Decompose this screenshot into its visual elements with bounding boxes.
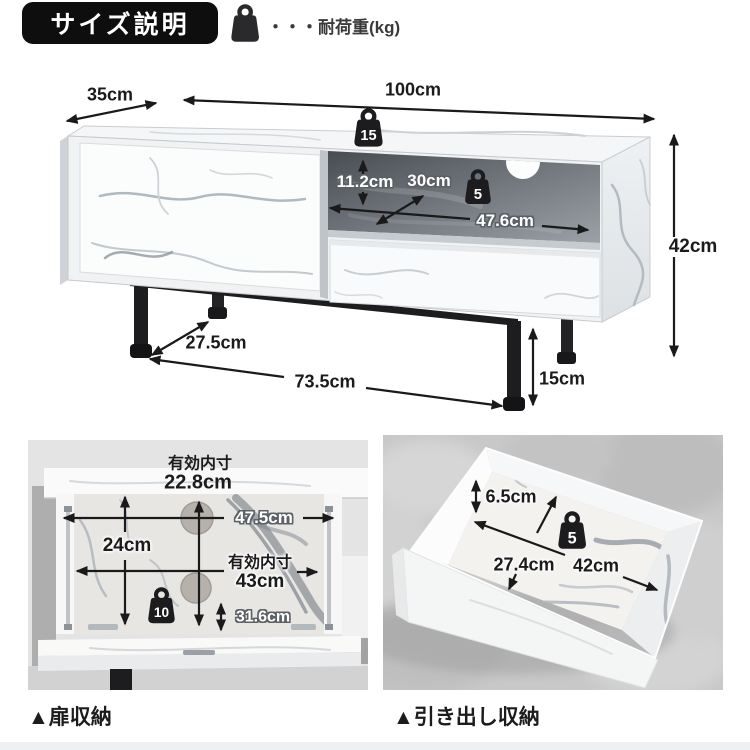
dim-leg-height-label: 15cm (538, 368, 586, 389)
arrow-open-depth-30 (375, 195, 425, 225)
load-badge-top-value: 15 (360, 128, 376, 144)
door-divider-shadow (320, 150, 328, 299)
drawer-bottom-marble (448, 472, 668, 630)
dim-width-label: 100cm (384, 79, 442, 100)
dim-opening-height-label: 11.2cm (336, 172, 394, 192)
door-stay-arms (64, 506, 333, 630)
weight-bag-icon (231, 4, 259, 42)
drawer-storage-panel: 5 (383, 435, 723, 690)
drawer-photo (392, 446, 704, 689)
dim-height-label: 42cm (665, 237, 721, 257)
door-caption: ▲扉収納 (28, 706, 112, 729)
adjacent-section (342, 556, 368, 644)
arrow-legs-span-b (365, 386, 504, 410)
bottom-divider-strip (0, 742, 750, 750)
back-right-leg (557, 316, 576, 364)
drawer-depth-label: 27.4cm (493, 554, 555, 575)
drawer-width-label: 42cm (572, 555, 620, 576)
arrow-open-w-b (541, 224, 590, 235)
marble-veins (91, 129, 651, 307)
front-left-leg (130, 281, 152, 358)
front-right-leg (503, 321, 525, 411)
drawer-right-wall (622, 521, 702, 658)
door-inner-label: 有効内寸 (167, 455, 233, 473)
section-title-badge: サイズ説明 (22, 2, 218, 44)
dim-legs-depth-label: 27.5cm (185, 332, 247, 353)
door-handle-slot (183, 650, 215, 655)
dim-depth-label: 35cm (86, 84, 134, 105)
arrow-legs-depth (150, 321, 210, 356)
load-legend-label: ・・・耐荷重(kg) (267, 18, 401, 37)
open-flap-door (38, 624, 361, 671)
section-title: サイズ説明 (50, 11, 190, 39)
door-flap-label: 31.6cm (235, 608, 291, 626)
door-storage-panel: 10 (28, 440, 368, 690)
panel-left-shadow (32, 486, 56, 666)
door-inner-height-label: 22.8cm (164, 471, 232, 494)
load-badge-shelf-value: 5 (474, 186, 482, 203)
load-badge-drawer-value: 5 (568, 529, 577, 547)
open-compartment (328, 151, 600, 243)
cable-hole-lower-icon (180, 572, 212, 604)
dim-opening-depth-label: 30cm (407, 171, 451, 191)
door-panel-leg (110, 669, 132, 690)
drawer-front-panel-cap (392, 548, 408, 622)
drawer-front-bevel (330, 240, 600, 258)
load-badge-door: 10 (148, 587, 175, 624)
door-width-label: 47.5cm (235, 508, 293, 528)
cabinet-right-pillar (324, 494, 342, 634)
load-badge-door-value: 10 (154, 605, 170, 620)
drawer-back-wall (486, 448, 702, 532)
arrow-width-100 (182, 95, 656, 124)
flap-door-front (79, 142, 321, 292)
arrow-depth-35 (65, 100, 158, 124)
door-dimension-arrows (62, 495, 335, 632)
drawer-depth-inner-label: 6.5cm (485, 486, 537, 507)
arrow-open-w-a (328, 203, 471, 221)
arrow-legs-span-a (148, 355, 285, 379)
drawer-dimension-arrows (471, 479, 659, 592)
door-height-label: 24cm (102, 535, 152, 557)
shelf-front-edge (328, 230, 600, 250)
cabinet-left-pillar (56, 494, 74, 634)
dim-opening-width-label: 47.6cm (476, 211, 534, 231)
load-badge-drawer: 5 (558, 511, 586, 549)
drawer-left-wall (411, 448, 492, 565)
cabinet-left-edge (60, 136, 68, 285)
door-inner-width-label: 43cm (235, 571, 285, 593)
drawer-caption: ▲引き出し収納 (393, 706, 540, 729)
load-badge-top: 15 (354, 108, 383, 147)
door-inner-label2: 有効内寸 (227, 554, 293, 572)
load-badge-shelf: 5 (465, 169, 491, 205)
dim-legs-span-label: 73.5cm (291, 372, 359, 392)
